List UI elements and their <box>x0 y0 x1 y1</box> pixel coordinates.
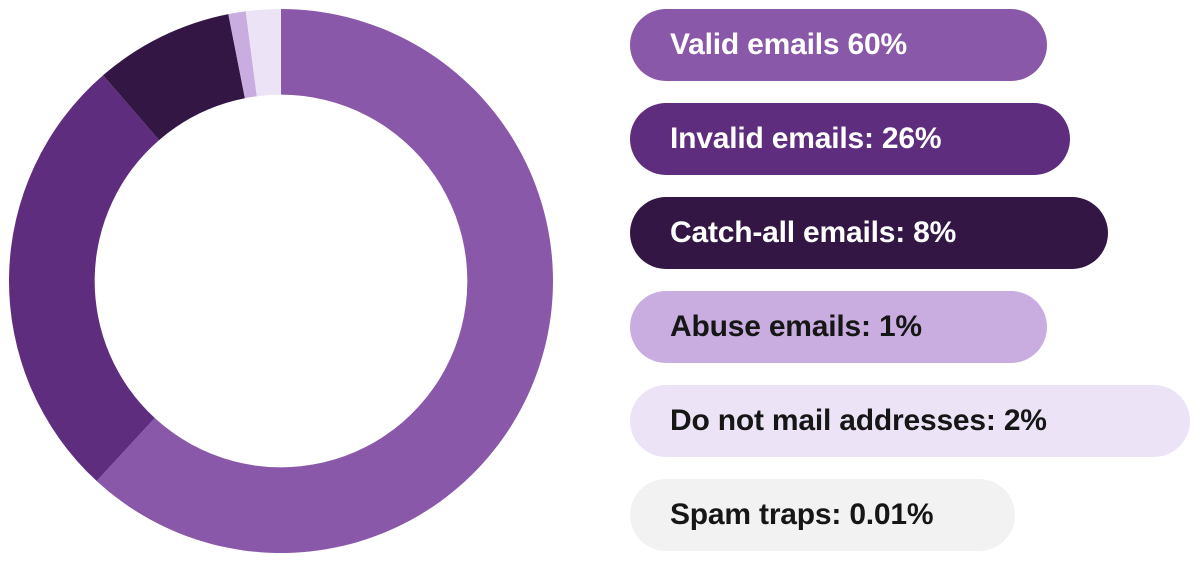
donut-chart-area <box>0 0 570 561</box>
legend-item-catch-all-emails[interactable]: Catch-all emails: 8% <box>630 197 1108 269</box>
legend-item-spam-traps[interactable]: Spam traps: 0.01% <box>630 479 1015 551</box>
donut-segment-do-not-mail-addresses[interactable] <box>245 9 281 97</box>
donut-chart <box>9 8 553 553</box>
chart-legend: Valid emails 60% Invalid emails: 26% Cat… <box>630 0 1200 561</box>
legend-item-abuse-emails[interactable]: Abuse emails: 1% <box>630 291 1047 363</box>
legend-item-valid-emails[interactable]: Valid emails 60% <box>630 9 1047 81</box>
legend-label-invalid-emails: Invalid emails: 26% <box>670 122 942 155</box>
legend-label-spam-traps: Spam traps: 0.01% <box>670 498 934 531</box>
donut-segment-invalid-emails[interactable] <box>9 75 160 482</box>
legend-label-abuse-emails: Abuse emails: 1% <box>670 310 922 343</box>
donut-segment-valid-emails[interactable] <box>96 9 553 553</box>
donut-segment-abuse-emails[interactable] <box>228 11 257 99</box>
donut-segment-catch-all-emails[interactable] <box>103 14 245 141</box>
legend-label-catch-all-emails: Catch-all emails: 8% <box>670 216 957 249</box>
legend-item-do-not-mail-addresses[interactable]: Do not mail addresses: 2% <box>630 385 1190 457</box>
legend-item-invalid-emails[interactable]: Invalid emails: 26% <box>630 103 1070 175</box>
legend-label-valid-emails: Valid emails 60% <box>670 28 907 61</box>
donut-segment-group <box>9 8 553 553</box>
legend-label-do-not-mail-addresses: Do not mail addresses: 2% <box>670 404 1047 437</box>
